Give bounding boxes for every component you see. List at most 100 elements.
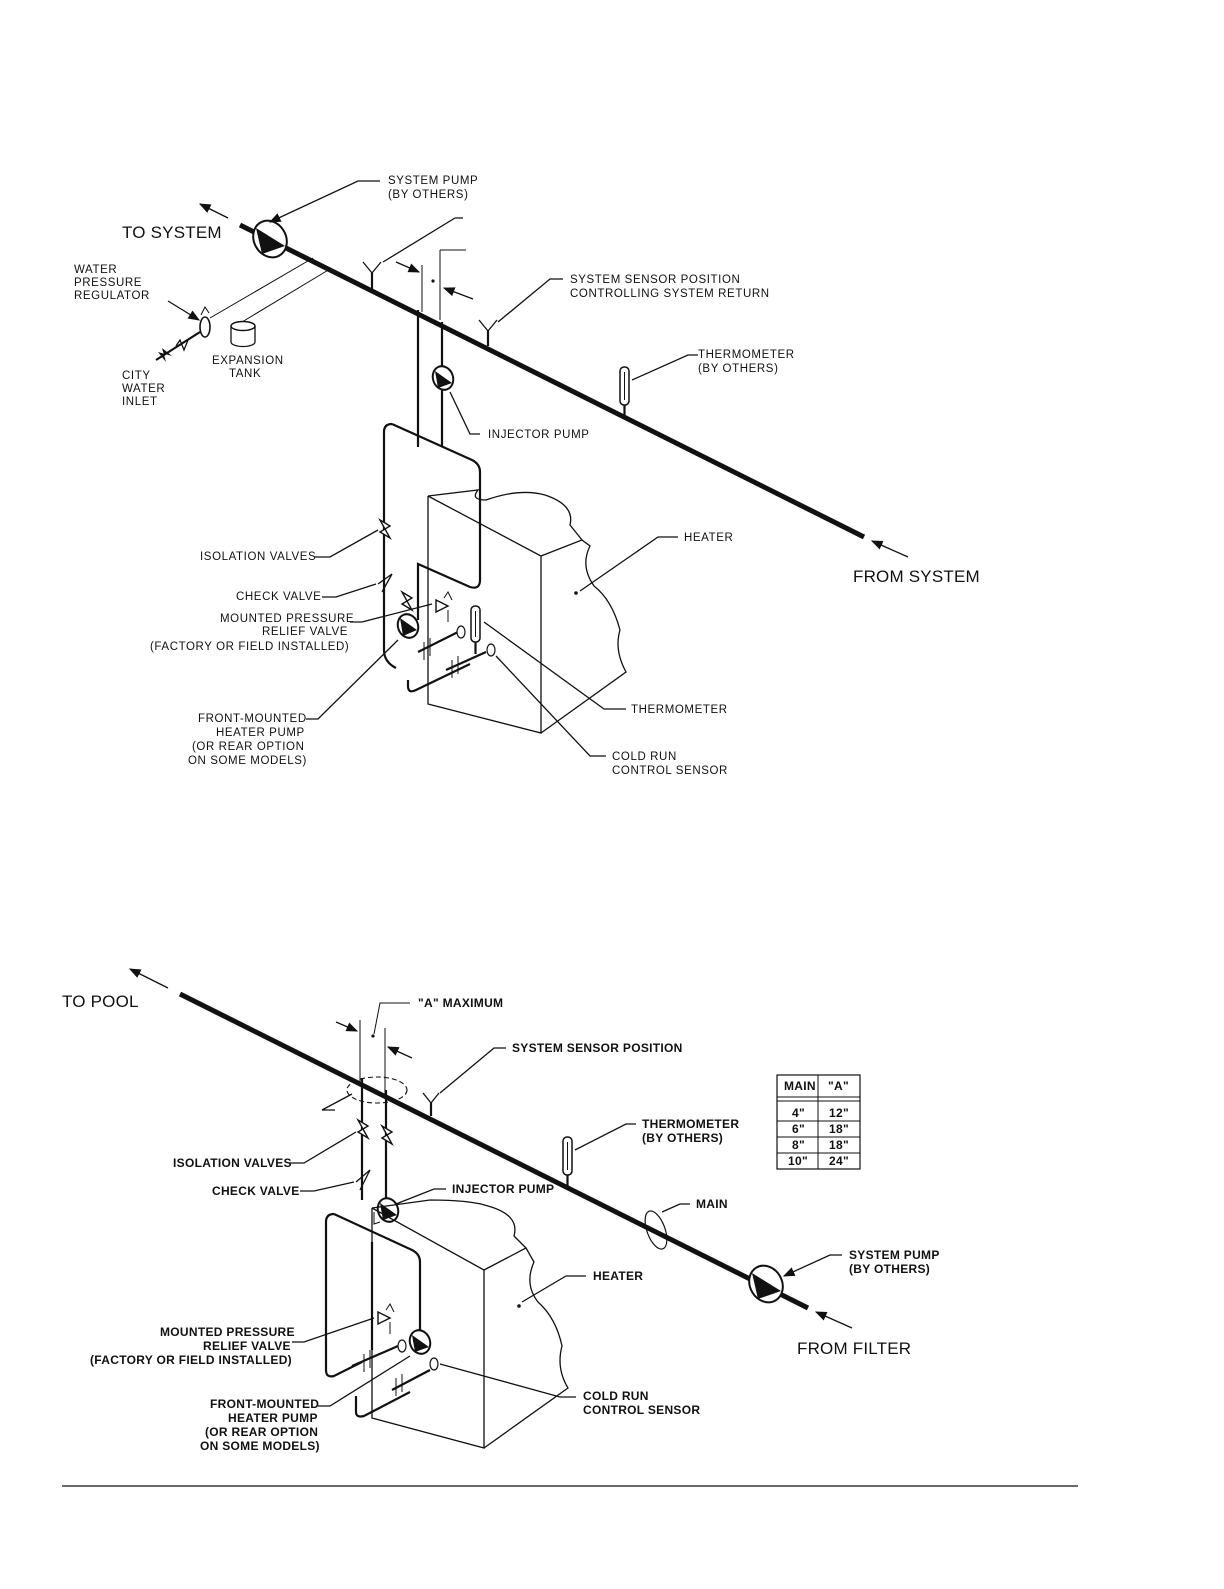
top-dim-dot [431,279,435,283]
top-thermometer-icon [619,366,630,415]
top-sensor-label-1: SYSTEM SENSOR POSITION [570,274,740,286]
bottom-heater-pump-label-3: (OR REAR OPTION [205,1425,318,1439]
top-heater-pump-label-1: FRONT-MOUNTED [198,713,307,725]
top-city-label-3: INLET [122,396,158,408]
top-expansion-label-1: EXPANSION [212,355,284,367]
top-heater-pump-label-4: ON SOME MODELS) [188,755,307,767]
top-relief-label-2: RELIEF VALVE [262,626,348,638]
top-loop-right [391,422,482,620]
top-regulator-label-3: REGULATOR [74,290,150,302]
bottom-system-pump-label-1: SYSTEM PUMP [849,1248,940,1262]
top-system-pump-label-1: SYSTEM PUMP [388,175,478,187]
bottom-heater-icon [371,1199,569,1449]
top-isolation-leader [315,529,379,558]
bottom-heater-pump-label-1: FRONT-MOUNTED [210,1397,319,1411]
top-check-label: CHECK VALVE [236,591,321,603]
top-injector-pump-icon [431,365,455,391]
table-cell-a-3: 24" [829,1154,849,1168]
top-diagram: TO SYSTEM FROM SYSTEM SYSTEM PUMP (BY OT… [74,175,980,777]
bottom-main-label: MAIN [696,1197,728,1211]
bottom-size-table: MAIN "A" 4" 12" 6" 18" 8" 18" 10" 24" [776,1074,861,1170]
top-dim-arrow-1 [395,261,421,273]
bottom-heater-pump-icon [408,1329,432,1355]
bottom-thermometer-leader [574,1123,636,1151]
top-to-system-arrow [198,203,229,219]
top-pressure-regulator-icon [199,306,211,338]
top-sensor-2-leader [497,278,563,323]
top-system-pump-label-2: (BY OTHERS) [388,189,469,201]
top-heater-pump-leader [306,639,399,720]
top-loop-bottom [406,663,471,693]
top-relief-valve-icon [435,591,453,622]
top-regulator-leader [167,300,200,321]
bottom-thermometer-icon [562,1136,573,1186]
top-expansion-tank-icon [230,320,256,348]
bottom-heater-pump-leader [318,1355,411,1407]
top-inlet-line-1 [209,257,314,319]
bottom-isolation-leader [290,1131,357,1164]
top-cold-run-leader [495,655,606,757]
top-front-thermometer-icon [470,605,481,654]
top-front-thermometer-label: THERMOMETER [631,704,728,716]
top-city-label-2: WATER [122,383,165,395]
top-heater-pump-icon [396,613,420,639]
bottom-loop-right [333,1213,422,1340]
bottom-a-max-leader [373,1002,410,1035]
top-sensor-label-2: CONTROLLING SYSTEM RETURN [570,288,770,300]
bottom-thermometer-label-2: (BY OTHERS) [642,1131,723,1145]
bottom-tee-zone [346,1076,408,1104]
bottom-main-ellipse [644,1210,668,1250]
bottom-heater-pump-label-2: HEATER PUMP [228,1411,318,1425]
bottom-diagram: TO POOL FROM FILTER "A" MAXIMUM SYSTEM S… [62,968,940,1453]
top-sensor-well-2-icon [478,319,498,346]
bottom-check-valve-icon [355,1169,371,1191]
top-isolation-valve-icon [378,518,392,540]
top-system-pump-icon [252,219,288,259]
bottom-isolation-label: ISOLATION VALVES [173,1156,292,1170]
bottom-injector-pump-icon [373,1197,400,1225]
table-header-a: "A" [828,1079,849,1093]
bottom-relief-label-2: RELIEF VALVE [203,1339,291,1353]
top-regulator-label-1: WATER [74,264,117,276]
bottom-check-label: CHECK VALVE [212,1184,300,1198]
table-cell-main-1: 6" [792,1122,805,1136]
bottom-isolation-valves-icon [356,1118,394,1146]
bottom-dim-dot [371,1034,375,1038]
table-cell-a-1: 18" [829,1122,849,1136]
bottom-cold-run-leader [439,1363,576,1398]
top-check-leader [322,583,377,598]
bottom-to-pool-arrow [128,968,169,989]
bottom-system-pump-leader [782,1254,842,1277]
top-heater-dot [574,591,578,595]
bottom-a-max-label: "A" MAXIMUM [418,996,503,1010]
top-union-2-icon [445,643,496,678]
top-sensor-well-1-icon [362,261,382,289]
top-loop-left [382,422,397,669]
top-regulator-label-2: PRESSURE [74,277,142,289]
table-header-main: MAIN [784,1079,816,1093]
table-cell-a-0: 12" [829,1106,849,1120]
top-thermometer-label-2: (BY OTHERS) [698,363,779,375]
bottom-main-pipe [178,991,810,1311]
bottom-dim-arrow-2 [386,1046,413,1059]
top-system-pump-leader [268,180,380,223]
bottom-to-pool-label: TO POOL [62,992,139,1011]
bottom-cold-run-label-2: CONTROL SENSOR [583,1403,700,1417]
bottom-heater-pump-label-4: ON SOME MODELS) [200,1439,320,1453]
bottom-loop-left [324,1212,363,1378]
top-thermometer-leader [631,354,698,381]
table-cell-main-0: 4" [792,1106,805,1120]
top-dim-arrow-2 [442,287,474,300]
table-cell-main-3: 10" [788,1154,808,1168]
bottom-from-filter-arrow [814,1311,853,1329]
top-heater-leader [579,536,678,592]
top-from-system-arrow [870,540,909,558]
top-injector-leader [449,391,480,435]
top-injector-label: INJECTOR PUMP [488,429,590,441]
bottom-heater-dot [517,1304,521,1308]
bottom-injector-label: INJECTOR PUMP [452,1182,554,1196]
bottom-relief-label-1: MOUNTED PRESSURE [160,1325,295,1339]
top-to-system-label: TO SYSTEM [122,223,222,242]
